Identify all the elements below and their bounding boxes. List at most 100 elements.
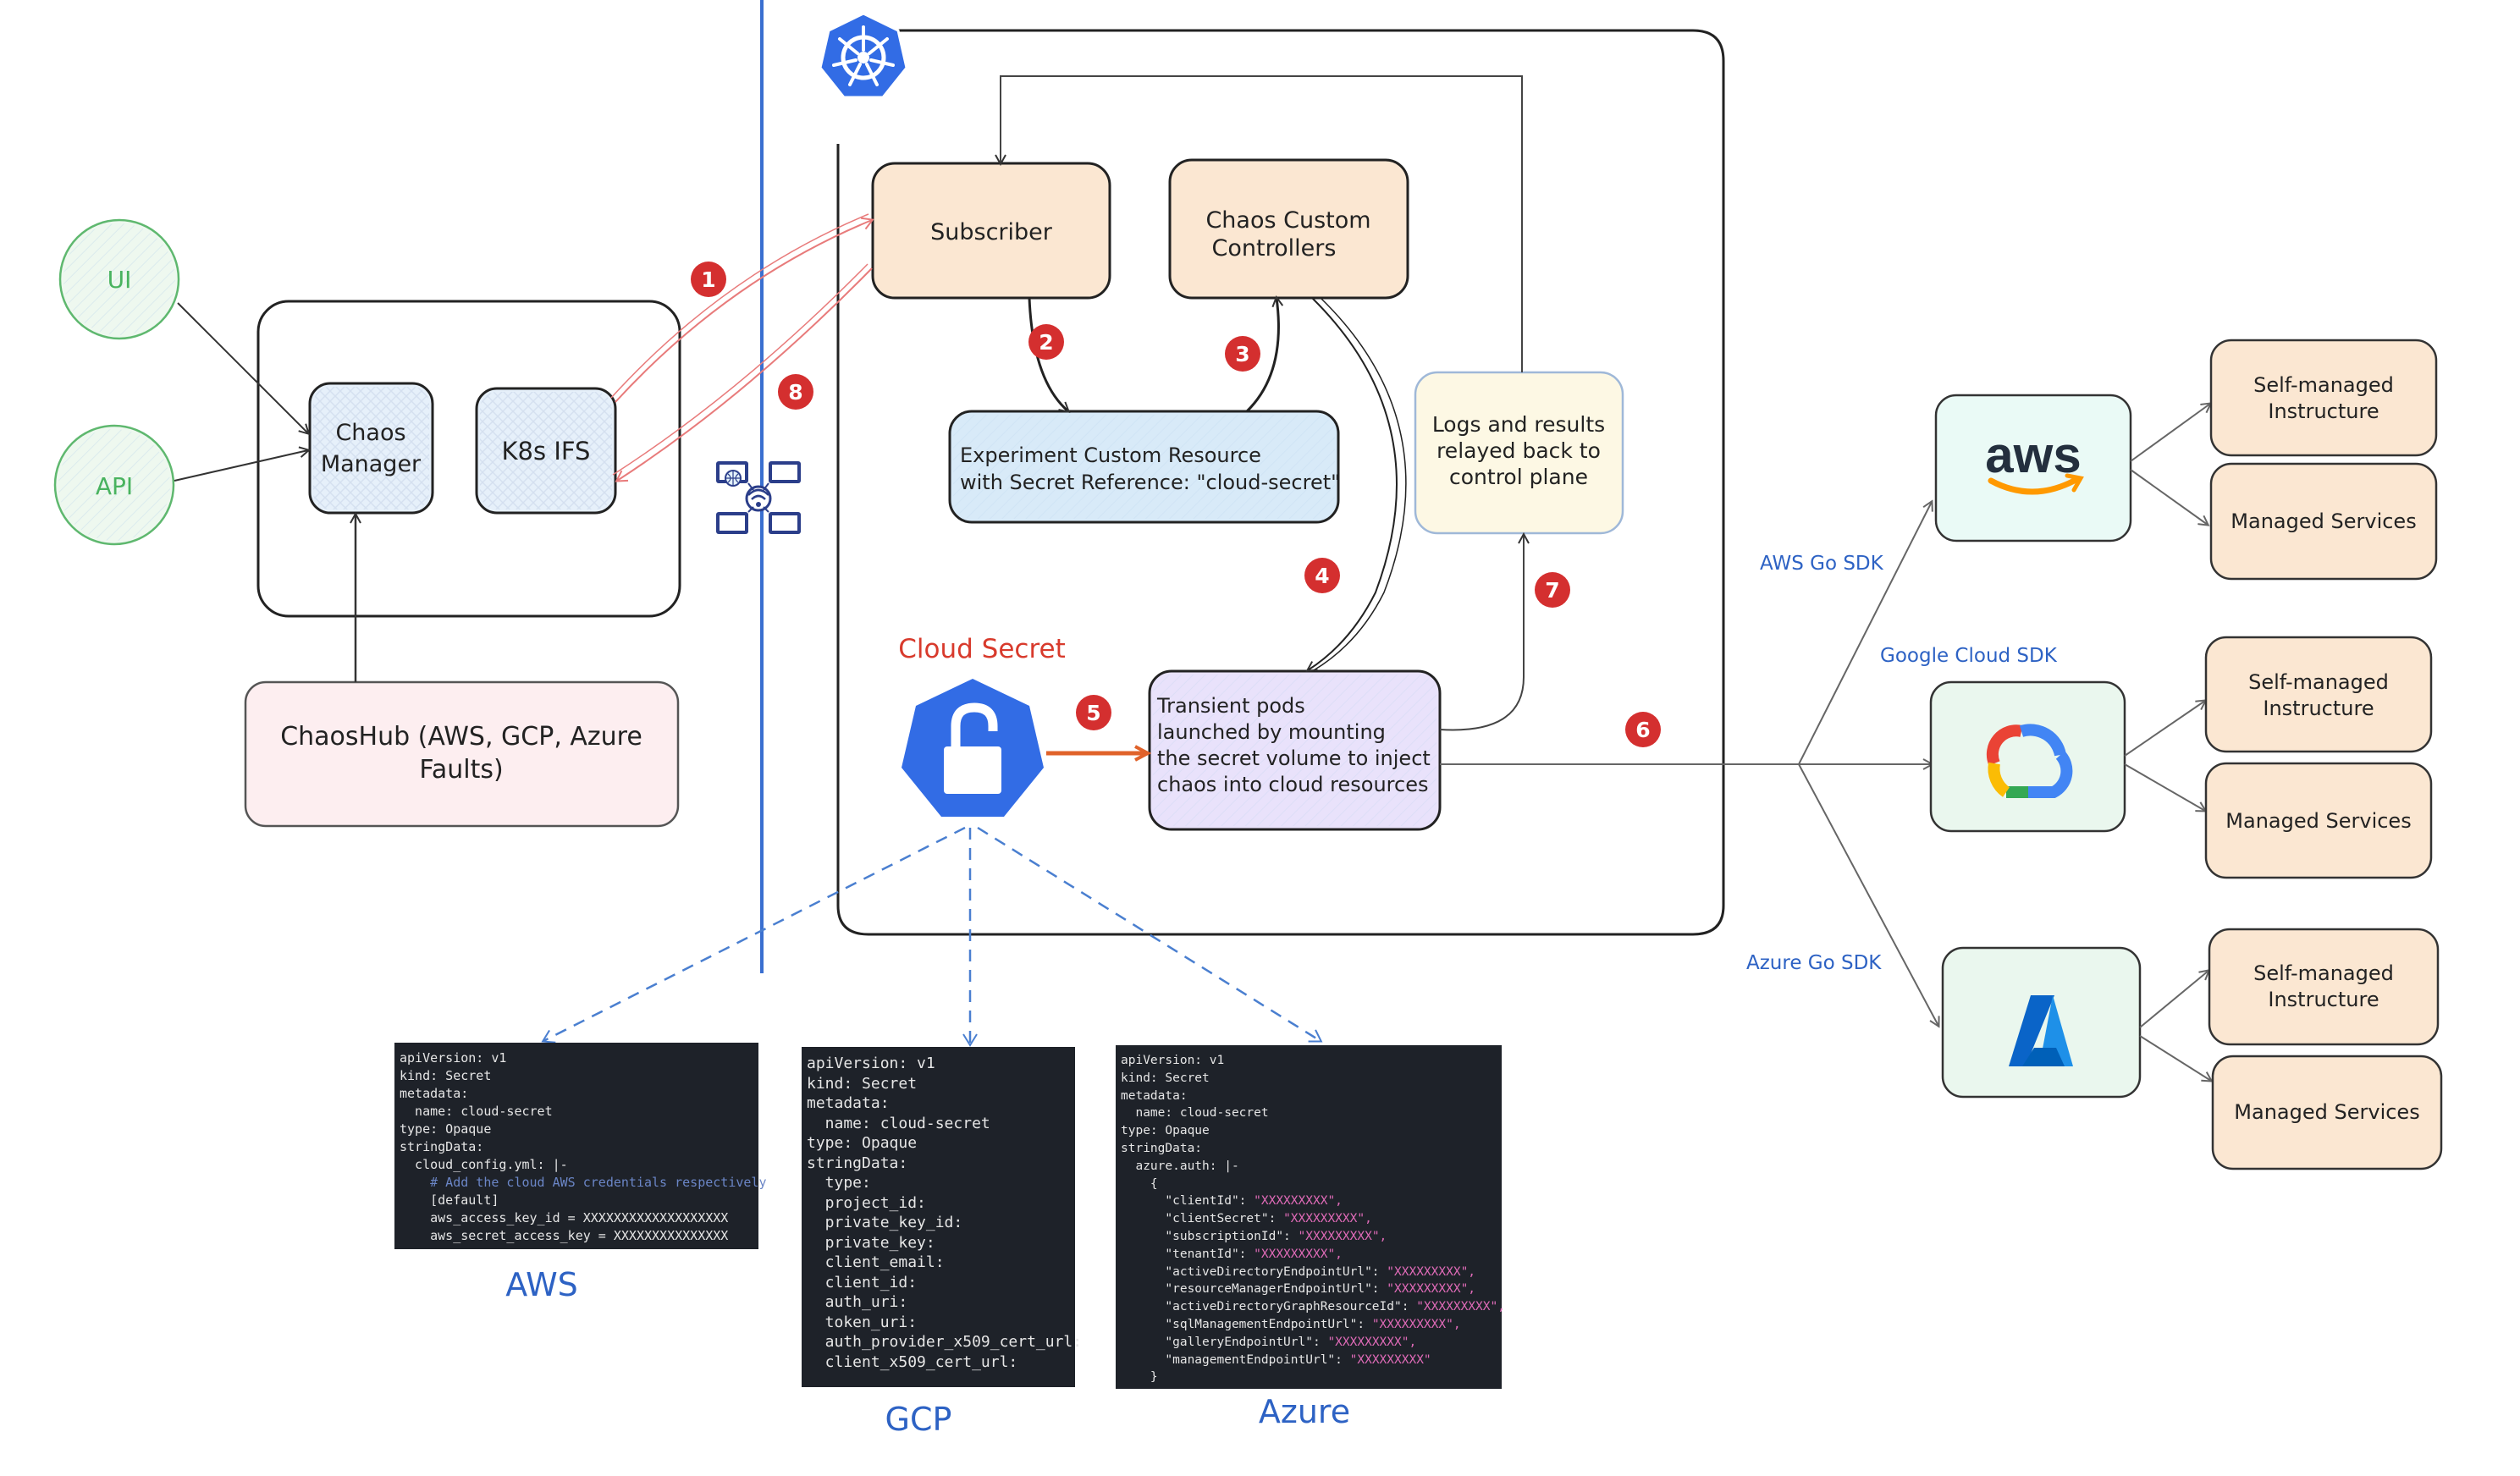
code-line: }: [1121, 1370, 1158, 1385]
google-cloud-logo-icon: [1986, 724, 2073, 798]
step-badge-number: 6: [1635, 718, 1650, 742]
code-line: "subscriptionId": "XXXXXXXXX",: [1121, 1229, 1387, 1243]
api-node[interactable]: API: [53, 424, 175, 546]
aws-code-label: AWS: [505, 1266, 578, 1303]
step-badge-6: 6: [1625, 712, 1661, 747]
azure-code-label: Azure: [1259, 1393, 1350, 1430]
arrow-step7: [1439, 535, 1524, 731]
transient-pods-box[interactable]: Transient pods launched by mounting the …: [1148, 669, 1442, 831]
code-line: kind: Secret: [400, 1068, 492, 1083]
cloud-secret-lock-icon[interactable]: [902, 679, 1044, 817]
code-line: apiVersion: v1: [807, 1055, 935, 1072]
code-line: private_key:: [807, 1233, 935, 1252]
arrow-step1-double: [610, 213, 869, 399]
code-line: private_key_id:: [807, 1214, 963, 1231]
kubernetes-logo-icon: [819, 12, 908, 99]
aws-sdk-label: AWS Go SDK: [1760, 553, 1884, 575]
code-line: "resourceManagerEndpointUrl": "XXXXXXXXX…: [1121, 1282, 1476, 1297]
chaoshub-label-1: ChaosHub (AWS, GCP, Azure: [280, 722, 642, 752]
step-badge-3: 3: [1225, 336, 1260, 372]
chaos-custom-controllers-box[interactable]: Chaos Custom Controllers: [1168, 158, 1409, 300]
code-line: client_email:: [807, 1253, 945, 1271]
code-line: token_uri:: [807, 1313, 918, 1331]
azure-self-managed-label-1: Self-managed: [2253, 961, 2394, 985]
code-line: "activeDirectoryEndpointUrl": "XXXXXXXXX…: [1121, 1264, 1476, 1279]
code-line: [default]: [400, 1192, 499, 1208]
aws-provider-box[interactable]: aws: [1934, 394, 2132, 542]
ui-node[interactable]: UI: [58, 218, 180, 340]
controllers-label-1: Chaos Custom: [1205, 207, 1370, 234]
arrow-ui-to-manager: [177, 302, 308, 433]
code-line: cloud_config.yml: |-: [400, 1157, 568, 1172]
step-badge-number: 8: [788, 380, 802, 405]
arrow-step4-shadow: [1313, 297, 1407, 671]
aws-self-managed-label-2: Instructure: [2268, 399, 2379, 423]
azure-provider-box[interactable]: [1941, 946, 2142, 1099]
arrow-to-aws: [1798, 502, 1932, 765]
step-badge-number: 2: [1039, 330, 1053, 355]
code-line: type:: [807, 1174, 871, 1192]
code-line: stringData:: [1121, 1141, 1203, 1155]
arrow-azure-self: [2139, 971, 2208, 1028]
aws-self-managed-box[interactable]: Self-managed Instructure: [2209, 339, 2438, 457]
arrow-step2: [1028, 297, 1068, 411]
azure-self-managed-box[interactable]: Self-managed Instructure: [2208, 928, 2440, 1046]
code-line: metadata:: [400, 1086, 469, 1101]
arrow-aws-self: [2130, 404, 2210, 462]
azure-managed-label: Managed Services: [2234, 1100, 2419, 1124]
code-line: type: Opaque: [1121, 1124, 1210, 1138]
code-line: "sqlManagementEndpointUrl": "XXXXXXXXX",: [1121, 1317, 1461, 1331]
experiment-label-1: Experiment Custom Resource: [960, 443, 1261, 467]
arrow-gcp-managed: [2124, 763, 2205, 811]
kubernetes-cluster-box: [836, 29, 1725, 936]
pods-label-4: chaos into cloud resources: [1157, 773, 1428, 796]
azure-managed-services-box[interactable]: Managed Services: [2211, 1055, 2443, 1170]
pods-label-2: launched by mounting: [1157, 720, 1386, 744]
gcp-managed-services-box[interactable]: Managed Services: [2204, 762, 2433, 879]
gcp-provider-box[interactable]: [1929, 680, 2126, 833]
code-line: type: Opaque: [807, 1134, 918, 1152]
chaos-manager-box[interactable]: Chaos Manager: [308, 382, 434, 515]
chaoshub-box[interactable]: ChaosHub (AWS, GCP, Azure Faults): [244, 680, 680, 828]
k8s-ifs-box[interactable]: K8s IFS: [475, 387, 617, 515]
step-badge-number: 3: [1235, 342, 1249, 366]
aws-managed-services-box[interactable]: Managed Services: [2209, 462, 2438, 581]
arrow-aws-managed: [2130, 469, 2208, 525]
subscriber-box[interactable]: Subscriber: [871, 162, 1111, 300]
subscriber-label: Subscriber: [930, 219, 1053, 245]
code-line: aws_access_key_id = XXXXXXXXXXXXXXXXXXX: [400, 1210, 729, 1225]
code-line: aws_secret_access_key = XXXXXXXXXXXXXXX: [400, 1228, 729, 1243]
k8s-ifs-label: K8s IFS: [502, 437, 591, 465]
aws-smile-icon: [1988, 476, 2081, 495]
code-line: "tenantId": "XXXXXXXXX",: [1121, 1247, 1343, 1261]
code-line: client_id:: [807, 1273, 918, 1292]
code-line: auth_uri:: [807, 1293, 908, 1311]
dashed-arrow-to-aws-secret: [541, 826, 966, 1044]
code-line: client_x509_cert_url:: [807, 1352, 1018, 1371]
step-badge-number: 7: [1545, 578, 1559, 603]
arrow-azure-managed: [2139, 1035, 2211, 1081]
logs-label-1: Logs and results: [1432, 412, 1605, 437]
step-badge-2: 2: [1028, 324, 1064, 360]
pods-label-1: Transient pods: [1156, 694, 1305, 718]
gcp-self-managed-label-1: Self-managed: [2248, 670, 2389, 694]
azure-self-managed-label-2: Instructure: [2268, 988, 2379, 1011]
gcp-self-managed-box[interactable]: Self-managed Instructure: [2204, 636, 2433, 753]
chaos-manager-label-2: Manager: [321, 451, 422, 477]
gcp-managed-label: Managed Services: [2225, 809, 2411, 833]
code-line: azure.auth: |-: [1121, 1159, 1239, 1173]
arrow-step3: [1245, 298, 1278, 413]
logs-results-box[interactable]: Logs and results relayed back to control…: [1414, 371, 1624, 535]
arrow-to-azure: [1798, 763, 1938, 1026]
controllers-label-2: Controllers: [1212, 235, 1337, 262]
experiment-custom-resource-box[interactable]: Experiment Custom Resource with Secret R…: [948, 410, 1340, 524]
cloud-secret-title: Cloud Secret: [898, 634, 1066, 664]
code-line: project_id:: [807, 1193, 926, 1212]
arrow-gcp-self: [2124, 701, 2205, 757]
code-line: # Add the cloud AWS credentials respecti…: [400, 1175, 767, 1190]
aws-logo-text: aws: [1985, 427, 2081, 483]
azure-sdk-label: Azure Go SDK: [1746, 952, 1882, 974]
